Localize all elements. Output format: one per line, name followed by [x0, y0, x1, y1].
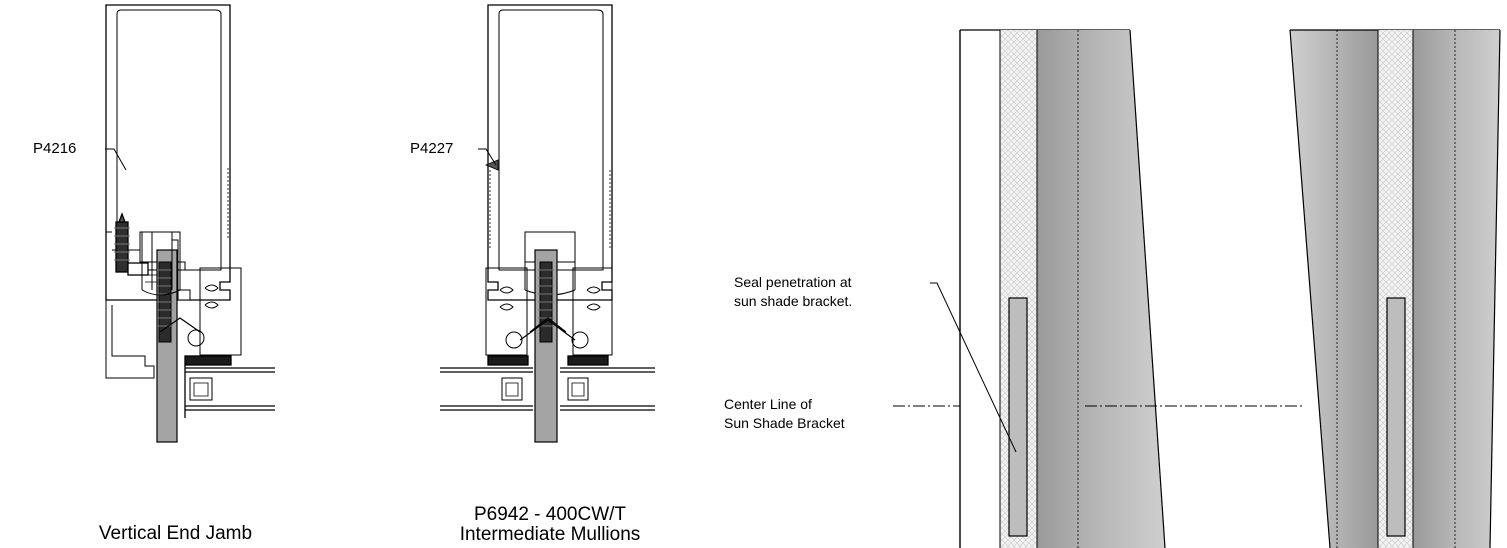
seal-note-line1: Seal penetration at — [734, 274, 852, 290]
seal-penetration-note: Seal penetration at sun shade bracket. — [734, 273, 852, 311]
seal-note-line2: sun shade bracket. — [734, 293, 853, 309]
caption-end-jamb: Vertical End Jamb — [98, 523, 253, 544]
caption-mullion-line2: Intermediate Mullions — [459, 524, 641, 545]
center-note-line1: Center Line of — [724, 396, 812, 412]
caption-mullion-line1: P6942 - 400CW/T — [473, 504, 627, 525]
caption-mullion: P6942 - 400CW/T Intermediate Mullions — [440, 505, 660, 545]
center-line-note: Center Line of Sun Shade Bracket — [724, 395, 845, 433]
center-note-line2: Sun Shade Bracket — [724, 415, 845, 431]
intermediate-mullion-section — [440, 4, 655, 443]
part-label-p4227: P4227 — [410, 140, 454, 157]
end-jamb-section — [105, 4, 275, 443]
sun-shade-elevation — [893, 29, 1501, 548]
part-label-p4216: P4216 — [33, 140, 77, 157]
